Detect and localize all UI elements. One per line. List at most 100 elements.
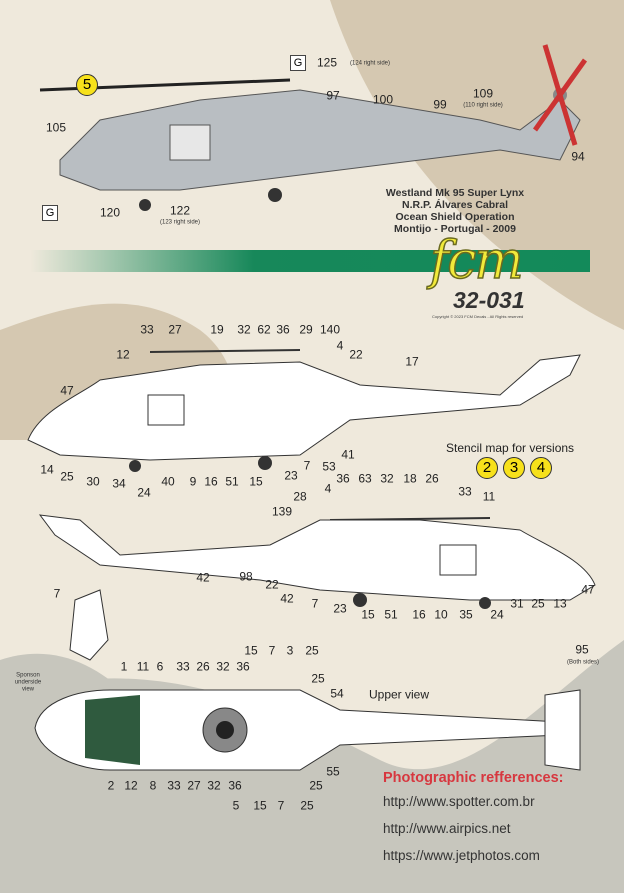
callout: 35 bbox=[459, 607, 473, 622]
callout: 120 bbox=[99, 205, 121, 220]
callout: 51 bbox=[225, 474, 239, 489]
callout: 99 bbox=[433, 97, 447, 112]
callout: 3 bbox=[286, 643, 294, 658]
callout: 62 bbox=[257, 322, 271, 337]
callout: 29 bbox=[299, 322, 313, 337]
callout: 24 bbox=[137, 485, 151, 500]
callout: 63 bbox=[358, 471, 372, 486]
callout: 15 bbox=[244, 643, 258, 658]
callout: 105 bbox=[45, 120, 67, 135]
callout: 42 bbox=[196, 570, 210, 585]
callout: 11 bbox=[136, 659, 150, 674]
callout: 24 bbox=[490, 607, 504, 622]
callout: 1 bbox=[120, 659, 128, 674]
callout: 2 bbox=[107, 778, 115, 793]
callout: 11 bbox=[482, 489, 496, 504]
callout: 122 bbox=[169, 203, 191, 218]
callout: 36 bbox=[336, 471, 350, 486]
product-code: 32-031 bbox=[453, 287, 525, 313]
callout: 22 bbox=[349, 347, 363, 362]
caption-line: N.R.P. Álvares Cabral bbox=[401, 199, 509, 211]
callout: 33 bbox=[176, 659, 190, 674]
callout: 12 bbox=[116, 347, 130, 362]
helicopter-stencil-left bbox=[27, 349, 581, 472]
callout: 16 bbox=[412, 607, 426, 622]
version-badge: 2 bbox=[476, 457, 498, 479]
callout: 26 bbox=[196, 659, 210, 674]
callout: 6 bbox=[156, 659, 164, 674]
callout: 30 bbox=[86, 474, 100, 489]
sponson-drawing bbox=[69, 589, 109, 661]
callout: 10 bbox=[434, 607, 448, 622]
callout: 42 bbox=[280, 591, 294, 606]
callout: 23 bbox=[333, 601, 347, 616]
callout: 25 bbox=[305, 643, 319, 658]
callout: 28 bbox=[293, 489, 307, 504]
callout: 40 bbox=[161, 474, 175, 489]
callout: 25 bbox=[531, 596, 545, 611]
callout: 7 bbox=[277, 798, 285, 813]
callout: 25 bbox=[311, 671, 325, 686]
callout-note: (124 right side) bbox=[349, 60, 391, 67]
callout: 23 bbox=[284, 468, 298, 483]
caption-line: Ocean Shield Operation bbox=[395, 211, 515, 223]
callout: 100 bbox=[372, 92, 394, 107]
g-marker: G bbox=[290, 55, 306, 71]
reference-link[interactable]: http://www.spotter.com.br bbox=[383, 794, 535, 809]
callout: 8 bbox=[149, 778, 157, 793]
callout: 14 bbox=[40, 462, 54, 477]
reference-link[interactable]: http://www.airpics.net bbox=[383, 821, 511, 836]
green-stripe bbox=[30, 250, 590, 272]
callout: 95 bbox=[575, 642, 589, 657]
reference-link[interactable]: https://www.jetphotos.com bbox=[383, 848, 540, 863]
callout: 32 bbox=[207, 778, 221, 793]
callout: 33 bbox=[140, 322, 154, 337]
callout: 31 bbox=[510, 596, 524, 611]
callout: 53 bbox=[322, 459, 336, 474]
callout: 15 bbox=[249, 474, 263, 489]
callout: 55 bbox=[326, 764, 340, 779]
callout: 109 bbox=[472, 86, 494, 101]
callout: 98 bbox=[239, 569, 253, 584]
callout: 36 bbox=[276, 322, 290, 337]
callout: 33 bbox=[167, 778, 181, 793]
callout: 125 bbox=[316, 55, 338, 70]
callout: 47 bbox=[581, 582, 595, 597]
callout: 32 bbox=[216, 659, 230, 674]
callout: 36 bbox=[236, 659, 250, 674]
callout: 22 bbox=[265, 577, 279, 592]
callout: 15 bbox=[361, 607, 375, 622]
callout: 32 bbox=[237, 322, 251, 337]
callout: 13 bbox=[553, 596, 567, 611]
helicopter-upper-view bbox=[34, 689, 581, 771]
callout: 27 bbox=[168, 322, 182, 337]
callout: 16 bbox=[204, 474, 218, 489]
callout: 25 bbox=[300, 798, 314, 813]
stencil-title: Stencil map for versions bbox=[446, 441, 575, 455]
callout-note: (Both sides) bbox=[566, 659, 600, 666]
aircraft-caption: Westland Mk 95 Super Lynx N.R.P. Álvares… bbox=[345, 187, 565, 235]
callout: 7 bbox=[303, 458, 311, 473]
callout: 51 bbox=[384, 607, 398, 622]
callout: 19 bbox=[210, 322, 224, 337]
callout: 27 bbox=[187, 778, 201, 793]
callout: 4 bbox=[324, 481, 332, 496]
callout: 15 bbox=[253, 798, 267, 813]
callout: 4 bbox=[336, 338, 344, 353]
fcm-logo: fcm bbox=[429, 231, 524, 291]
callout: 140 bbox=[319, 322, 341, 337]
helicopter-top-profile bbox=[39, 44, 588, 211]
callout: 54 bbox=[330, 686, 344, 701]
helicopter-stencil-right bbox=[38, 514, 596, 609]
callout: 97 bbox=[326, 88, 340, 103]
callout: 34 bbox=[112, 476, 126, 491]
photo-references: Photographic refferences: http://www.spo… bbox=[383, 770, 564, 875]
g-marker: G bbox=[42, 205, 58, 221]
callout: 26 bbox=[425, 471, 439, 486]
version-badge: 5 bbox=[76, 74, 98, 96]
references-title: Photographic refferences: bbox=[383, 770, 564, 786]
callout: 33 bbox=[458, 484, 472, 499]
callout: 18 bbox=[403, 471, 417, 486]
callout: 5 bbox=[232, 798, 240, 813]
callout: 139 bbox=[271, 504, 293, 519]
